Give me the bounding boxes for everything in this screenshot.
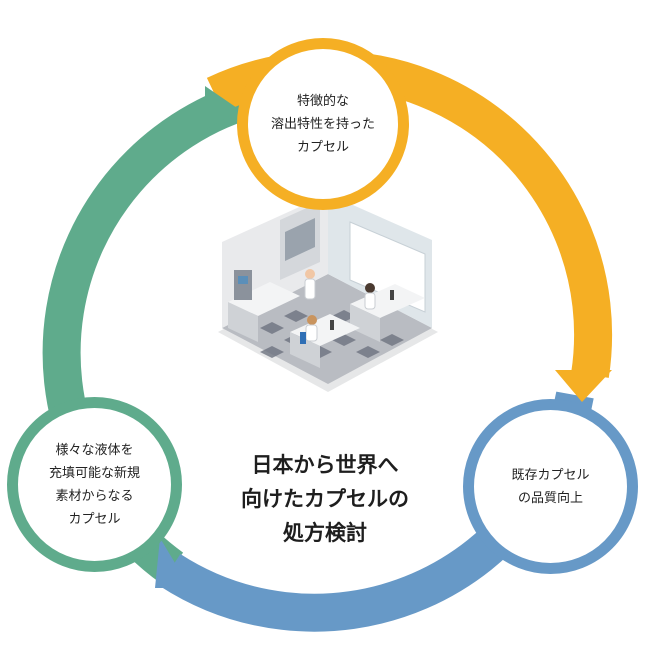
center-title-line: 日本から世界へ [195,448,455,482]
laboratory-illustration [200,192,450,392]
center-title: 日本から世界へ 向けたカプセルの 処方検討 [195,448,455,550]
node-new-material-capsule: 様々な液体を 充填可能な新規 素材からなる カプセル [7,397,182,572]
node-text: 素材からなる [55,485,133,508]
node-text: 溶出特性を持った [271,113,375,136]
node-text: 様々な液体を [55,439,133,462]
node-text: 特徴的な [297,90,349,113]
node-quality-improvement: 既存カプセル の品質向上 [463,399,638,574]
node-text: カプセル [68,508,120,531]
node-text: カプセル [297,136,349,159]
node-dissolution-capsule: 特徴的な 溶出特性を持った カプセル [237,38,409,210]
node-text: の品質向上 [518,487,583,510]
center-title-line: 処方検討 [195,516,455,550]
center-title-line: 向けたカプセルの [195,482,455,516]
node-text: 既存カプセル [511,464,589,487]
node-text: 充填可能な新規 [49,462,140,485]
